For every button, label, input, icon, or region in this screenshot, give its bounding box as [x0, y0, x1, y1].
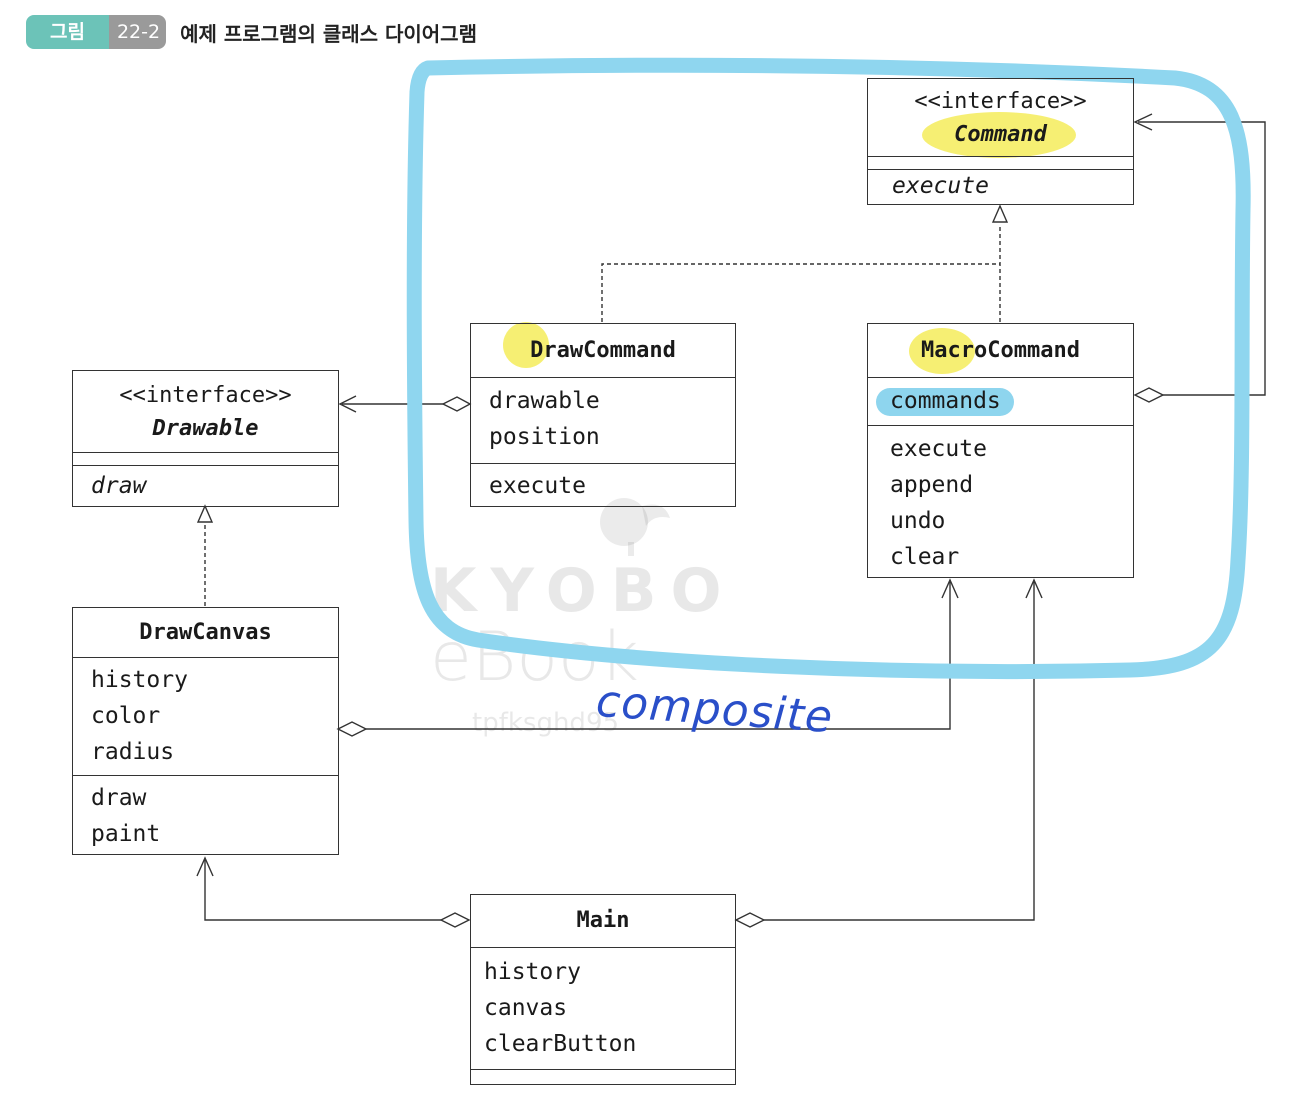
composite-outline	[406, 57, 1251, 680]
class-drawcanvas: DrawCanvas history color radius draw pai…	[72, 607, 339, 855]
drawcanvas-name: DrawCanvas	[139, 620, 272, 645]
drawcanvas-field: history	[91, 667, 188, 693]
drawable-name: Drawable	[152, 416, 259, 441]
class-main: Main history canvas clearButton	[470, 894, 736, 1085]
drawcommand-field: position	[489, 424, 600, 450]
class-command: <<interface>> Command execute	[867, 78, 1134, 205]
drawcommand-name: DrawCommand	[530, 338, 676, 363]
macrocommand-field: commands	[890, 388, 1001, 414]
command-method: execute	[892, 173, 989, 199]
drawcanvas-field: radius	[91, 739, 175, 765]
figure-tag: 그림	[26, 15, 109, 49]
main-field: canvas	[484, 995, 568, 1021]
drawable-fields	[73, 453, 338, 466]
macrocommand-method: clear	[890, 544, 960, 570]
command-fields	[868, 157, 1133, 170]
highlight-macro	[909, 328, 975, 374]
macrocommand-method: undo	[890, 508, 946, 534]
drawcanvas-method: paint	[91, 821, 161, 847]
class-drawcommand: DrawCommand drawable position execute	[470, 323, 736, 507]
drawable-stereotype: <<interface>>	[119, 383, 292, 408]
highlight-commands	[876, 388, 1014, 416]
main-field: history	[484, 959, 581, 985]
macrocommand-method: execute	[890, 436, 987, 462]
highlight-command	[922, 112, 1076, 158]
drawcanvas-field: color	[91, 703, 161, 729]
command-name: Command	[954, 122, 1047, 147]
main-name: Main	[576, 908, 630, 933]
macrocommand-method: append	[890, 472, 974, 498]
figure-title: 예제 프로그램의 클래스 다이어그램	[180, 21, 477, 46]
drawcommand-method: execute	[489, 473, 586, 499]
class-macrocommand: MacroCommand commands execute append und…	[867, 323, 1134, 578]
watermark-brand: KYOBO	[430, 556, 736, 626]
class-drawable: <<interface>> Drawable draw	[72, 370, 339, 507]
macrocommand-name: MacroCommand	[921, 338, 1080, 363]
figure-caption: 그림 22-2 예제 프로그램의 클래스 다이어그램	[26, 14, 477, 50]
drawcanvas-method: draw	[91, 785, 147, 811]
watermark-user: tpfksghd95	[472, 708, 620, 738]
drawable-method: draw	[91, 473, 147, 499]
highlight-draw	[503, 322, 549, 368]
watermark-logo-icon	[594, 496, 674, 562]
figure-number: 22-2	[108, 15, 167, 49]
command-stereotype: <<interface>>	[914, 89, 1087, 114]
main-field: clearButton	[484, 1031, 637, 1057]
drawcommand-field: drawable	[489, 388, 600, 414]
